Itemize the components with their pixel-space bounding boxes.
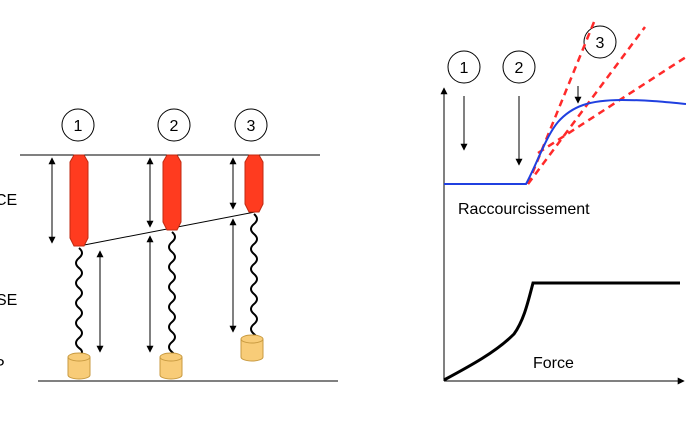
p-label: P: [0, 357, 5, 374]
tangent-middle-dashed: [526, 26, 647, 185]
graph-step-1: 1: [447, 50, 481, 84]
series-elastic-spring-3: [250, 213, 258, 341]
series-elastic-spring-2: [168, 231, 176, 359]
load-block-2: [159, 352, 183, 380]
svg-text:3: 3: [596, 35, 605, 52]
ce-label: CE: [0, 192, 17, 209]
contractile-element-2: [162, 154, 182, 231]
svg-text:3: 3: [247, 118, 256, 135]
graph-step-3: 3: [583, 25, 617, 59]
left-step-2: 2: [157, 108, 191, 142]
svg-text:1: 1: [460, 60, 469, 77]
force-curve: [443, 281, 680, 382]
muscle-model-panel: CE SE P 1 2 3: [0, 108, 338, 382]
svg-text:2: 2: [170, 118, 179, 135]
response-graph-panel: 1 2 3 Raccourcissement Force: [440, 21, 686, 385]
svg-text:1: 1: [74, 118, 83, 135]
model-unit-3: [229, 154, 264, 362]
graph-step-2: 2: [502, 50, 536, 84]
contractile-element-3: [244, 154, 264, 213]
contractile-element-1: [69, 154, 89, 247]
force-curve-label: Force: [533, 355, 574, 372]
model-unit-2: [146, 154, 183, 380]
load-block-3: [240, 334, 264, 362]
se-label: SE: [0, 292, 17, 309]
shortening-curve: [444, 98, 686, 185]
model-unit-1: [48, 154, 104, 380]
left-step-3: 3: [234, 108, 268, 142]
svg-text:2: 2: [515, 60, 524, 77]
series-elastic-spring-1: [75, 247, 83, 357]
load-block-1: [67, 352, 91, 380]
left-step-1: 1: [61, 108, 95, 142]
shortening-curve-label: Raccourcissement: [458, 201, 590, 218]
tangent-shallow-dashed: [537, 55, 686, 155]
